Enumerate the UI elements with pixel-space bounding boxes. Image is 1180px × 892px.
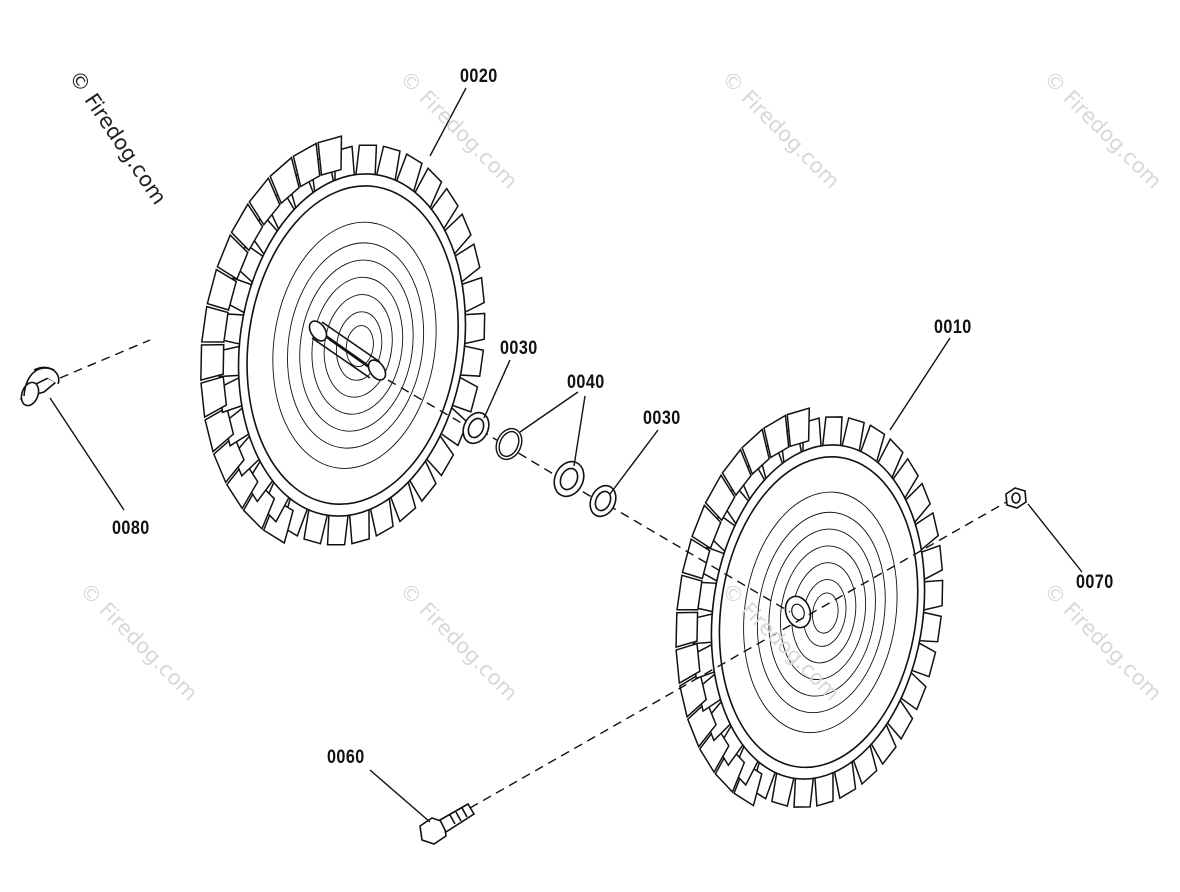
tread-lug bbox=[355, 144, 378, 176]
tread-lug bbox=[292, 142, 321, 188]
callout-0030-right[interactable]: 0030 bbox=[643, 408, 681, 429]
wheel-rim-ring bbox=[756, 511, 886, 714]
wheel-rim-ring bbox=[299, 259, 414, 432]
tread-lug bbox=[676, 574, 703, 611]
wheel-rim-ring bbox=[345, 325, 374, 368]
washer-0030-left bbox=[462, 411, 490, 445]
callout-0070[interactable]: 0070 bbox=[1076, 572, 1114, 593]
tread-lug bbox=[326, 514, 349, 546]
tread-lug bbox=[212, 435, 245, 484]
washer-0030-right bbox=[589, 484, 617, 518]
wheel-rim-ring bbox=[743, 491, 898, 734]
tread-lug bbox=[686, 700, 717, 749]
wheel-rim-ring bbox=[718, 456, 919, 769]
callout-0010[interactable]: 0010 bbox=[934, 317, 972, 338]
wheel-rim-ring bbox=[768, 528, 876, 697]
tread-lug bbox=[675, 611, 699, 649]
tread-lug bbox=[721, 448, 752, 497]
bolt-0060 bbox=[419, 802, 476, 845]
wheel-rim-ring bbox=[246, 185, 459, 505]
wheel-tire-right bbox=[675, 407, 944, 808]
hitch-pin-0080 bbox=[19, 366, 60, 407]
tread-lug bbox=[763, 414, 790, 459]
tread-lug bbox=[681, 537, 711, 580]
tread-lug bbox=[821, 416, 843, 447]
tread-lug bbox=[200, 305, 229, 343]
leader-lines bbox=[49, 87, 1083, 823]
tread-lug bbox=[691, 503, 722, 550]
tread-lug bbox=[793, 777, 815, 808]
tread-lug bbox=[230, 202, 264, 252]
tread-lug bbox=[200, 343, 225, 382]
wheel-rim-ring bbox=[710, 444, 926, 780]
wheel-rim-ring bbox=[323, 294, 393, 398]
axle-shaft bbox=[308, 320, 387, 381]
tread-lug bbox=[704, 473, 736, 522]
wheel-rim-ring bbox=[287, 242, 425, 449]
tread-lug bbox=[206, 268, 238, 311]
tread-lug bbox=[200, 375, 228, 419]
tread-lug bbox=[317, 135, 343, 176]
wheel-rim-ring bbox=[237, 173, 467, 517]
tread-lug bbox=[248, 176, 281, 227]
tread-lug bbox=[679, 672, 708, 719]
callout-0060[interactable]: 0060 bbox=[327, 747, 365, 768]
washer-0040 bbox=[553, 460, 585, 498]
tread-lug bbox=[269, 156, 300, 205]
wheel-rim-ring bbox=[272, 221, 437, 469]
wheel-tire-left bbox=[200, 135, 486, 546]
tread-lug bbox=[204, 406, 235, 453]
tread-lug bbox=[741, 428, 770, 476]
wheel-rim-ring bbox=[812, 592, 839, 634]
callout-0020[interactable]: 0020 bbox=[460, 66, 498, 87]
tread-lug bbox=[786, 407, 811, 448]
callout-0080[interactable]: 0080 bbox=[112, 518, 150, 539]
hex-nut-0070 bbox=[1005, 487, 1027, 509]
spacer-ring bbox=[495, 427, 523, 461]
tread-lug bbox=[675, 642, 701, 685]
tread-lug bbox=[216, 233, 249, 281]
callout-0030-left[interactable]: 0030 bbox=[500, 338, 538, 359]
callout-0040[interactable]: 0040 bbox=[567, 372, 605, 393]
